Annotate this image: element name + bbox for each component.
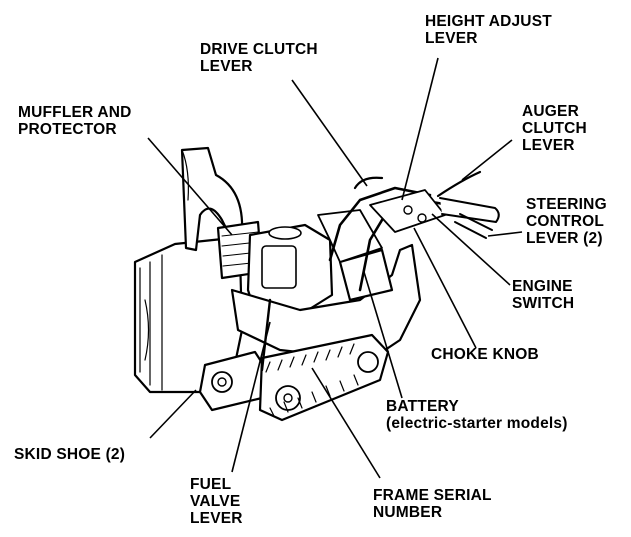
control-panel [369, 189, 446, 233]
drive-clutch-part [353, 176, 384, 190]
leader-skid-shoe [149, 389, 197, 439]
label-fuel-valve-lever: FUEL VALVE LEVER [190, 476, 243, 527]
label-choke-knob: CHOKE KNOB [431, 346, 539, 363]
leader-muffler [147, 137, 233, 236]
label-engine-switch: ENGINE SWITCH [512, 278, 575, 312]
leader-frame-serial [311, 367, 381, 479]
snowblower-drawing [133, 146, 500, 422]
frame [230, 243, 422, 362]
leader-battery [363, 271, 403, 399]
leader-fuel-valve [231, 321, 271, 473]
label-height-adjust-lever: HEIGHT ADJUST LEVER [425, 13, 552, 47]
leader-engine-switch [431, 213, 511, 286]
grip-handle [439, 197, 500, 223]
leader-steering [487, 231, 523, 237]
label-frame-serial-number: FRAME SERIAL NUMBER [373, 487, 492, 521]
label-battery: BATTERY (electric-starter models) [386, 398, 568, 432]
leader-height-adjust [401, 57, 439, 201]
label-steering-control-lever: STEERING CONTROL LEVER (2) [526, 196, 607, 247]
label-drive-clutch-lever: DRIVE CLUTCH LEVER [200, 41, 318, 75]
leader-auger-clutch [461, 139, 513, 181]
label-muffler-and-protector: MUFFLER AND PROTECTOR [18, 104, 132, 138]
steering-lever-part [454, 213, 493, 239]
label-skid-shoe: SKID SHOE (2) [14, 446, 126, 463]
label-auger-clutch-lever: AUGER CLUTCH LEVER [522, 103, 587, 154]
leader-drive-clutch [291, 79, 368, 187]
auger-clutch-part [436, 170, 482, 198]
leader-choke [413, 227, 477, 349]
leader-lines [147, 57, 523, 479]
handlebar-left [328, 186, 432, 262]
